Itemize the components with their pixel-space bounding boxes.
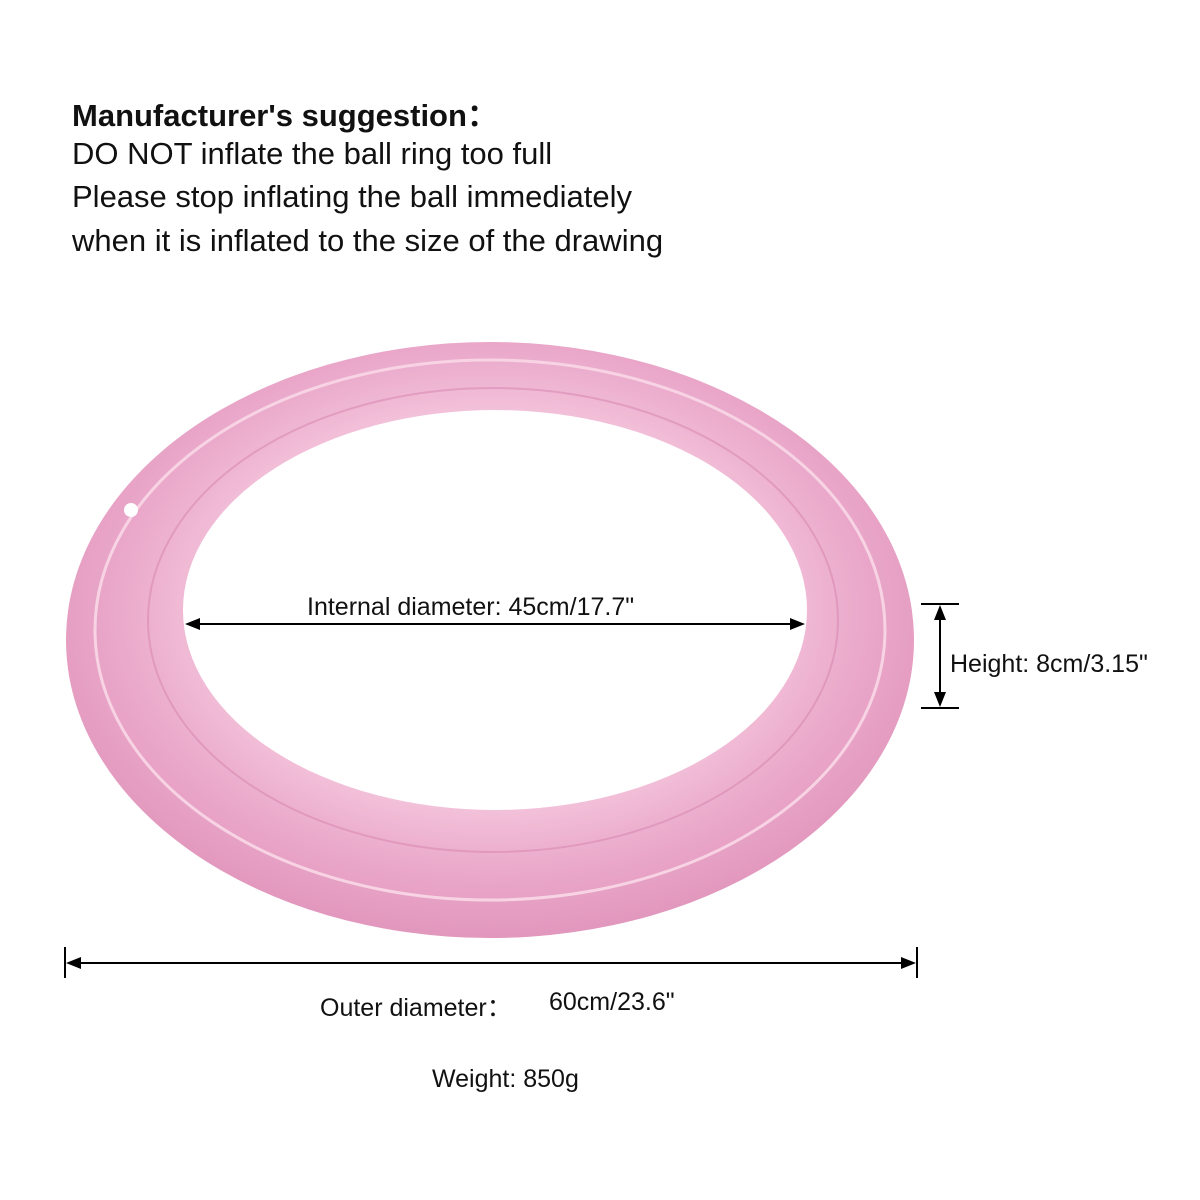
valve-icon [124, 503, 138, 517]
weight-label: Weight: 850g [432, 1065, 579, 1093]
instruction-line-1: DO NOT inflate the ball ring too full [72, 136, 553, 171]
outer-diameter-value: 60cm/23.6" [549, 988, 675, 1016]
ring-hole [183, 410, 807, 810]
height-label: Height: 8cm/3.15" [950, 650, 1148, 678]
instruction-line-3: when it is inflated to the size of the d… [72, 223, 664, 258]
internal-diameter-label: Internal diameter: 45cm/17.7" [307, 593, 635, 621]
outer-diameter-label: Outer diameter： [320, 994, 512, 1022]
instruction-line-2: Please stop inflating the ball immediate… [72, 179, 633, 214]
dimension-arrows [64, 603, 959, 978]
heading: Manufacturer's suggestion： [72, 98, 498, 133]
pink-ring [66, 342, 914, 938]
